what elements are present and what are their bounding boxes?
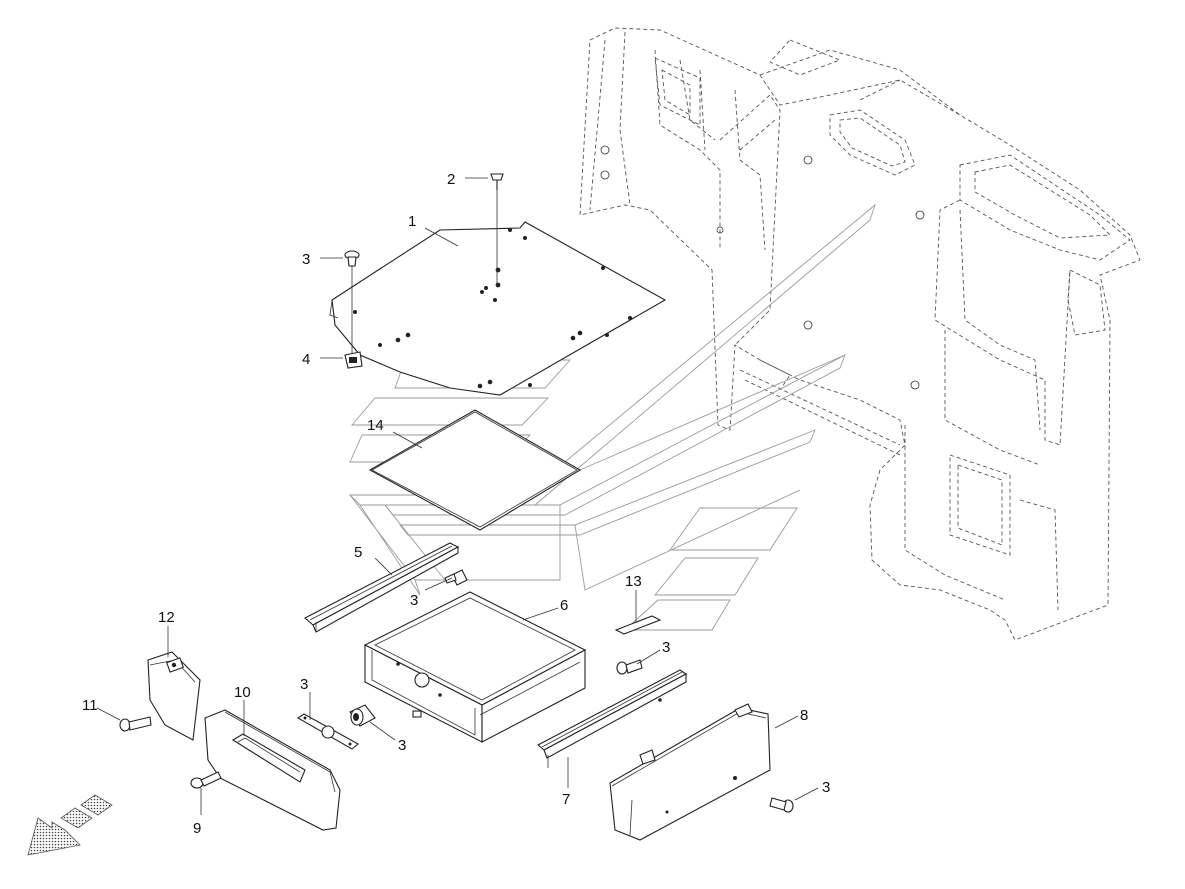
cab-rear-wall — [579, 27, 1141, 641]
callout-8: 8 — [800, 707, 808, 724]
callout-7: 7 — [562, 791, 570, 808]
callout-9: 3 — [398, 737, 406, 754]
part-2-screw — [490, 173, 504, 285]
front-direction-arrow-icon — [27, 794, 113, 856]
callout-14: 14 — [367, 417, 384, 434]
part-6-drawer — [363, 591, 587, 743]
part-7-slide-rail-right — [537, 669, 688, 768]
callout-2: 2 — [447, 171, 455, 188]
callout-4: 4 — [302, 351, 310, 368]
part-3-screw-f — [769, 797, 794, 813]
callout-3e: 3 — [662, 639, 670, 656]
part-5-slide-rail-left — [304, 542, 460, 633]
part-14-mat — [368, 409, 582, 531]
part-3-screw-c — [119, 716, 152, 732]
callout-5: 5 — [354, 544, 362, 561]
callout-11: 10 — [234, 684, 251, 701]
callout-3f: 3 — [822, 779, 830, 796]
part-13-strip — [614, 615, 662, 635]
part-10-latch-plate — [296, 713, 359, 750]
callout-3b: 3 — [410, 592, 418, 609]
part-8-right-end-cover — [609, 703, 771, 841]
part-11-front-handle-panel — [204, 709, 341, 831]
part-9-lock-cylinder — [349, 704, 376, 727]
part-12-end-cap — [147, 651, 201, 741]
callout-12: 12 — [158, 609, 175, 626]
callout-3c: 11 — [82, 697, 98, 714]
placement-guide-outlines — [348, 203, 876, 631]
callout-6: 6 — [560, 597, 568, 614]
callout-1: 1 — [408, 213, 416, 230]
part-3-screw-d — [190, 771, 222, 789]
callout-13: 13 — [625, 573, 642, 590]
part-3-screw-b — [444, 569, 468, 586]
callout-3d: 9 — [193, 820, 201, 837]
part-3-screw-e — [616, 659, 643, 675]
part-1-cover-plate — [329, 221, 667, 396]
callout-3a: 3 — [302, 251, 310, 268]
part-4-clip-nut — [344, 351, 363, 369]
callout-10: 3 — [300, 676, 308, 693]
part-3-screw-a — [344, 250, 360, 355]
